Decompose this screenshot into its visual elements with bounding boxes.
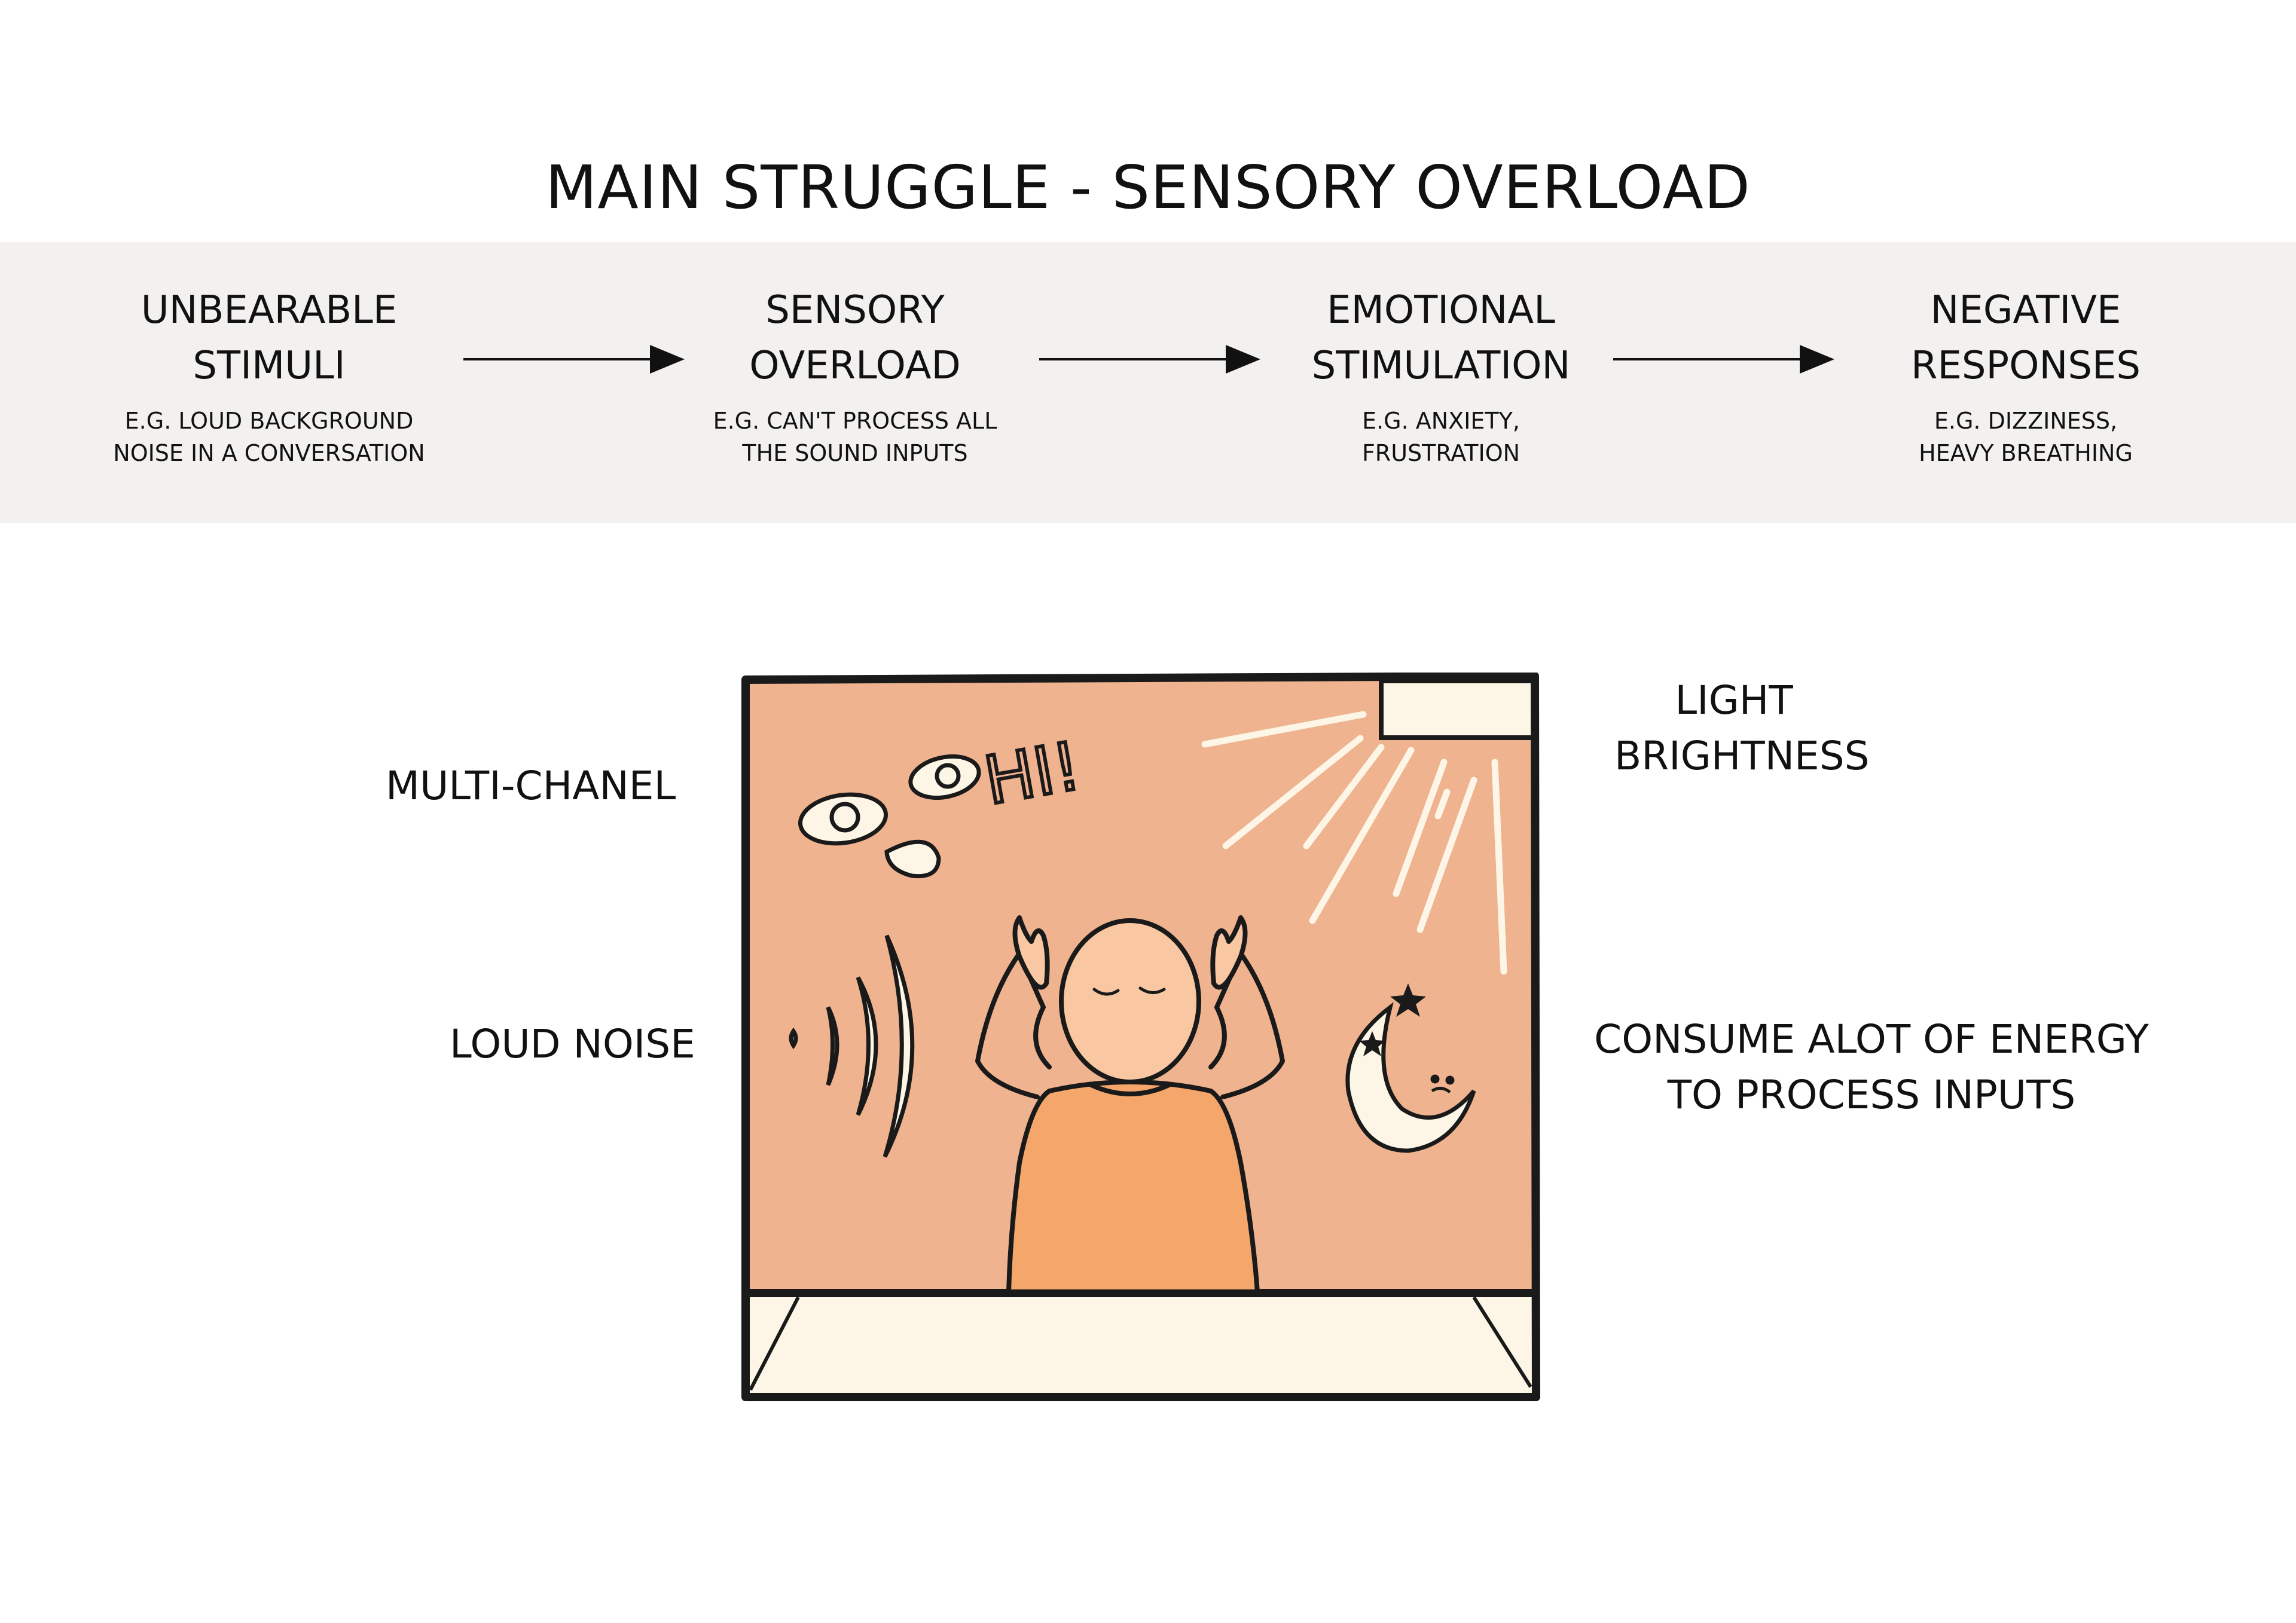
closed-eye: [1138, 986, 1166, 994]
step-sensory-overload: SENSORY OVERLOAD E.G. CAN'T PROCESS ALL …: [646, 283, 1064, 469]
mouth-icon: [884, 839, 941, 879]
process-flow-band: UNBEARABLE STIMULI E.G. LOUD BACKGROUND …: [0, 242, 2296, 523]
desk: [746, 1293, 1535, 1397]
frame-border: [741, 673, 1540, 1401]
step-emotional-stimulation: EMOTIONAL STIMULATION E.G. ANXIETY, FRUS…: [1232, 283, 1650, 469]
right-hand: [1210, 915, 1248, 990]
step-negative-responses: NEGATIVE RESPONSES E.G. DIZZINESS, HEAVY…: [1816, 283, 2235, 469]
dizzy-stars-icon: [1359, 983, 1426, 1056]
right-arm: [1208, 951, 1285, 1099]
ceiling-light: [1379, 678, 1536, 740]
label-energy: CONSUME ALOT OF ENERGY TO PROCESS INPUTS: [1594, 1016, 2149, 1118]
sensory-overload-illustration: HI!: [741, 673, 1540, 1401]
step-unbearable-stimuli: UNBEARABLE STIMULI E.G. LOUD BACKGROUND …: [60, 283, 478, 469]
step-heading: UNBEARABLE STIMULI: [141, 288, 398, 388]
arrow-right-icon: [1613, 345, 1834, 374]
step-example: E.G. DIZZINESS, HEAVY BREATHING: [1919, 408, 2133, 466]
label-light-brightness: LIGHT BRIGHTNESS: [1614, 677, 1870, 779]
step-heading: SENSORY OVERLOAD: [749, 288, 961, 388]
person-head: [1059, 918, 1201, 1084]
eyes-icon: [798, 754, 981, 846]
closed-eye: [1092, 988, 1120, 996]
step-heading: NEGATIVE RESPONSES: [1910, 288, 2141, 388]
person-body: [1006, 1080, 1260, 1294]
person-figure: [975, 915, 1285, 1294]
neck-collar: [1089, 1083, 1171, 1096]
sound-waves-icon: [789, 934, 915, 1158]
speech-text: HI!: [979, 728, 1086, 820]
step-example: E.G. ANXIETY, FRUSTRATION: [1361, 408, 1521, 466]
arrow-right-icon: [1039, 345, 1260, 374]
left-hand: [1012, 915, 1050, 990]
step-heading: EMOTIONAL STIMULATION: [1311, 288, 1571, 388]
arrow-right-icon: [463, 345, 685, 374]
step-example: E.G. CAN'T PROCESS ALL THE SOUND INPUTS: [713, 408, 997, 466]
light-rays-icon: [1201, 711, 1507, 975]
page-title: MAIN STRUGGLE - SENSORY OVERLOAD: [545, 152, 1751, 222]
label-multi-channel: MULTI-CHANEL: [386, 763, 676, 809]
step-example: E.G. LOUD BACKGROUND NOISE IN A CONVERSA…: [113, 408, 425, 466]
left-arm: [975, 951, 1052, 1099]
label-loud-noise: LOUD NOISE: [450, 1021, 695, 1067]
